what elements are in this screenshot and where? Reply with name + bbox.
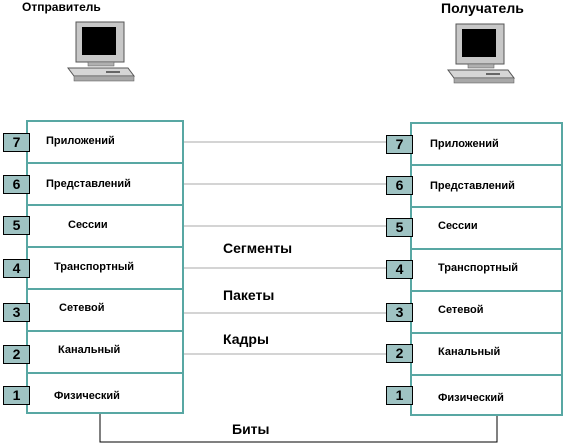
receiver-layer-1: Физический <box>412 376 561 418</box>
receiver-layer-number: 5 <box>386 218 413 237</box>
sender-computer-icon <box>67 21 135 82</box>
sender-layer-number: 4 <box>3 259 30 278</box>
sender-layer-name: Сессии <box>68 219 108 231</box>
sender-layer-4: Транспортный <box>28 248 182 290</box>
sender-layer-6: Представлений <box>28 164 182 206</box>
sender-layer-number: 2 <box>3 345 30 364</box>
receiver-layer-7: Приложений <box>412 124 561 166</box>
receiver-layer-number: 1 <box>386 386 413 405</box>
sender-layer-number: 7 <box>3 133 30 152</box>
physical-link-line <box>99 414 498 443</box>
sender-layer-name: Транспортный <box>54 261 135 273</box>
sender-layer-name: Представлений <box>46 178 131 190</box>
sender-label: Отправитель <box>22 0 101 14</box>
receiver-layer-6: Представлений <box>412 166 561 208</box>
sender-layer-name: Физический <box>54 390 120 402</box>
sender-layer-number: 5 <box>3 216 30 235</box>
receiver-computer-icon <box>447 23 515 84</box>
receiver-layer-4: Транспортный <box>412 250 561 292</box>
receiver-layer-name: Физический <box>438 392 504 404</box>
receiver-layer-number: 7 <box>386 135 413 154</box>
sender-layer-7: Приложений <box>28 122 182 164</box>
sender-layer-2: Канальный <box>28 332 182 374</box>
sender-layer-number: 6 <box>3 175 30 194</box>
pdu-label-packets: Пакеты <box>223 287 275 303</box>
receiver-layer-number: 6 <box>386 176 413 195</box>
receiver-layer-number: 4 <box>386 260 413 279</box>
receiver-layer-number: 2 <box>386 344 413 363</box>
receiver-layer-name: Представлений <box>430 180 515 192</box>
sender-layer-name: Сетевой <box>59 302 105 314</box>
sender-osi-stack: Приложений Представлений Сессии Транспор… <box>26 120 184 414</box>
pdu-label-frames: Кадры <box>223 331 269 347</box>
sender-layer-5: Сессии <box>28 206 182 248</box>
receiver-osi-stack: Приложений Представлений Сессии Транспор… <box>410 122 563 416</box>
sender-layer-name: Приложений <box>46 135 115 147</box>
sender-layer-number: 1 <box>3 386 30 405</box>
receiver-layer-name: Приложений <box>430 138 499 150</box>
sender-layer-name: Канальный <box>58 344 121 356</box>
receiver-label: Получатель <box>441 0 524 16</box>
pdu-label-bits: Биты <box>232 421 270 437</box>
receiver-layer-name: Транспортный <box>438 262 519 274</box>
receiver-layer-number: 3 <box>386 303 413 322</box>
sender-layer-number: 3 <box>3 303 30 322</box>
pdu-label-segments: Сегменты <box>223 240 293 256</box>
receiver-layer-2: Канальный <box>412 334 561 376</box>
receiver-layer-name: Канальный <box>438 346 501 358</box>
sender-layer-1: Физический <box>28 374 182 416</box>
receiver-layer-5: Сессии <box>412 208 561 250</box>
sender-layer-3: Сетевой <box>28 290 182 332</box>
receiver-layer-3: Сетевой <box>412 292 561 334</box>
receiver-layer-name: Сессии <box>438 220 478 232</box>
receiver-layer-name: Сетевой <box>438 304 484 316</box>
